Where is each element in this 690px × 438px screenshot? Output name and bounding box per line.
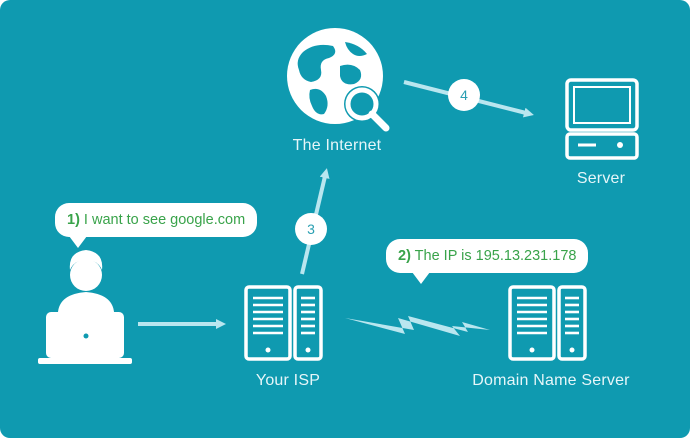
response-step-number: 2) (398, 248, 411, 264)
step-3-badge: 3 (295, 213, 327, 245)
request-bubble: 1) I want to see google.com (55, 203, 258, 248)
bubble-tail (69, 236, 87, 248)
dns-server-icon (508, 285, 587, 361)
response-text: The IP is 195.13.231.178 (410, 248, 577, 264)
isp-label: Your ISP (255, 372, 321, 389)
user-laptop-icon (38, 250, 132, 364)
step-4-badge: 4 (448, 79, 480, 111)
isp-server-icon (244, 285, 323, 361)
request-step-number: 1) (67, 212, 80, 228)
lightning-bolt-icon (345, 316, 490, 336)
response-bubble: 2) The IP is 195.13.231.178 (386, 239, 589, 284)
bubble-tail (412, 272, 430, 284)
server-label: Server (576, 170, 626, 187)
globe-search-icon (287, 28, 390, 132)
dns-label: Domain Name Server (472, 372, 630, 389)
internet-label: The Internet (292, 137, 382, 154)
server-computer-icon (565, 78, 639, 160)
request-text: I want to see google.com (79, 212, 246, 228)
